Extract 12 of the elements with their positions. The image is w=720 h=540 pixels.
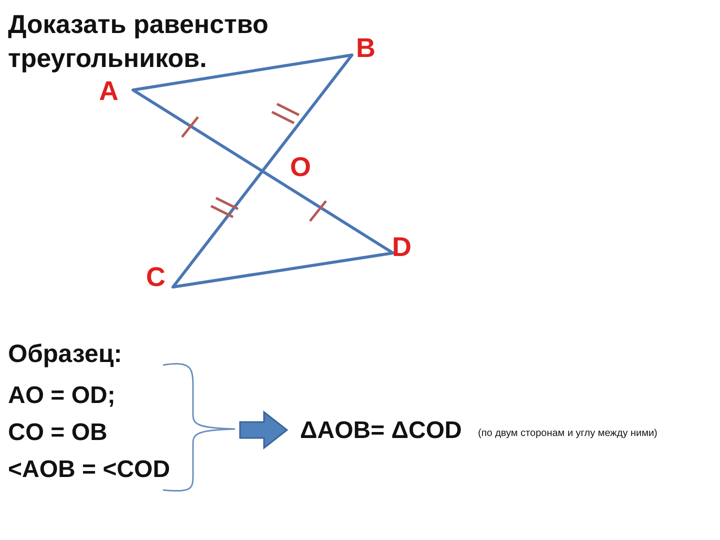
note-text: (по двум сторонам и углу между ними): [478, 428, 658, 440]
title: Доказать равенство треугольников.: [8, 8, 270, 75]
condition-text: CO = OB: [8, 419, 108, 447]
point-label: D: [392, 232, 412, 264]
conclusion-text: ΔAOB= ΔCOD: [300, 417, 462, 445]
point-label: O: [290, 152, 312, 184]
point-label: C: [146, 262, 166, 294]
point-label: A: [99, 76, 118, 108]
point-label: B: [356, 33, 376, 64]
heading: Образец:: [8, 340, 122, 369]
condition-text: AO = OD;: [8, 382, 116, 410]
condition-text: <AOB = <COD: [8, 456, 170, 484]
